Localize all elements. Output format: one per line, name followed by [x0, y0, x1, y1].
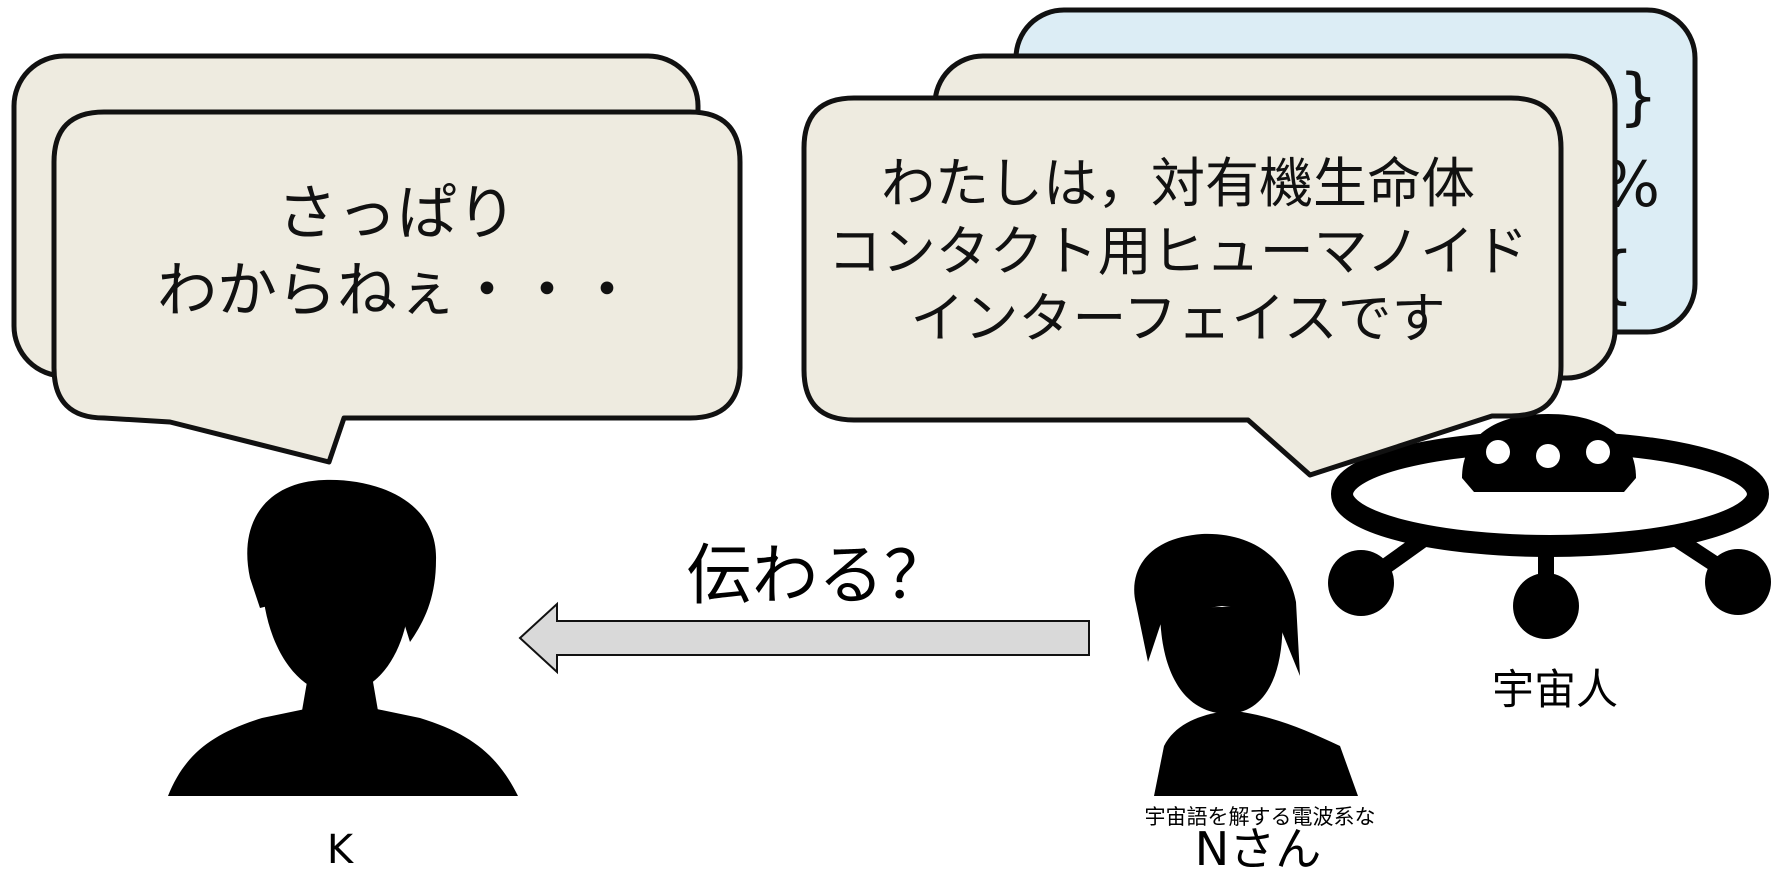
n-torso — [1154, 712, 1358, 796]
arrow-left-icon — [518, 601, 1090, 675]
communication-arrow — [518, 601, 1090, 675]
n-bubble-text: わたしは，対有機生命体 コンタクト用ヒューマノイド インターフェイスです — [828, 150, 1528, 353]
n-bubble-line: コンタクト用ヒューマノイド — [827, 219, 1529, 283]
person-k-name: K — [326, 827, 354, 873]
k-speech-bubble — [51, 109, 743, 465]
person-n-silhouette — [1134, 533, 1358, 796]
ufo-window-icon — [1486, 440, 1510, 464]
n-speech-bubble — [801, 95, 1564, 478]
n-bubble-body — [801, 95, 1564, 478]
ufo-window-icon — [1586, 440, 1610, 464]
k-bubble-body — [51, 109, 743, 465]
k-bubble-text: さっぱり わからねぇ・・・ — [157, 176, 637, 330]
n-bubble-line: インターフェイスです — [910, 287, 1446, 350]
k-head — [262, 580, 411, 694]
ufo-foot — [1328, 550, 1394, 616]
alien-glyph-brace-close: } — [1619, 60, 1658, 133]
n-head — [1160, 606, 1283, 714]
person-k-silhouette — [168, 479, 518, 796]
alien-ufo — [1328, 414, 1771, 639]
alien-label: 宇宙人 — [1491, 665, 1619, 714]
person-n-subtitle: 宇宙語を解する電波系な — [1144, 805, 1376, 829]
k-torso — [168, 708, 518, 796]
n-bubble-line: わたしは，対有機生命体 — [880, 152, 1475, 215]
n-hair — [1134, 533, 1300, 676]
ufo-window-icon — [1536, 444, 1560, 468]
k-bubble-line: さっぱり — [277, 179, 517, 249]
person-n-name: Nさん — [1194, 822, 1322, 876]
ufo-foot — [1705, 549, 1771, 615]
k-bubble-line: わからねぇ・・・ — [157, 255, 637, 326]
ufo-base — [1462, 478, 1636, 492]
ufo-foot — [1513, 573, 1579, 639]
arrow-label: 伝わる？ — [686, 537, 950, 614]
